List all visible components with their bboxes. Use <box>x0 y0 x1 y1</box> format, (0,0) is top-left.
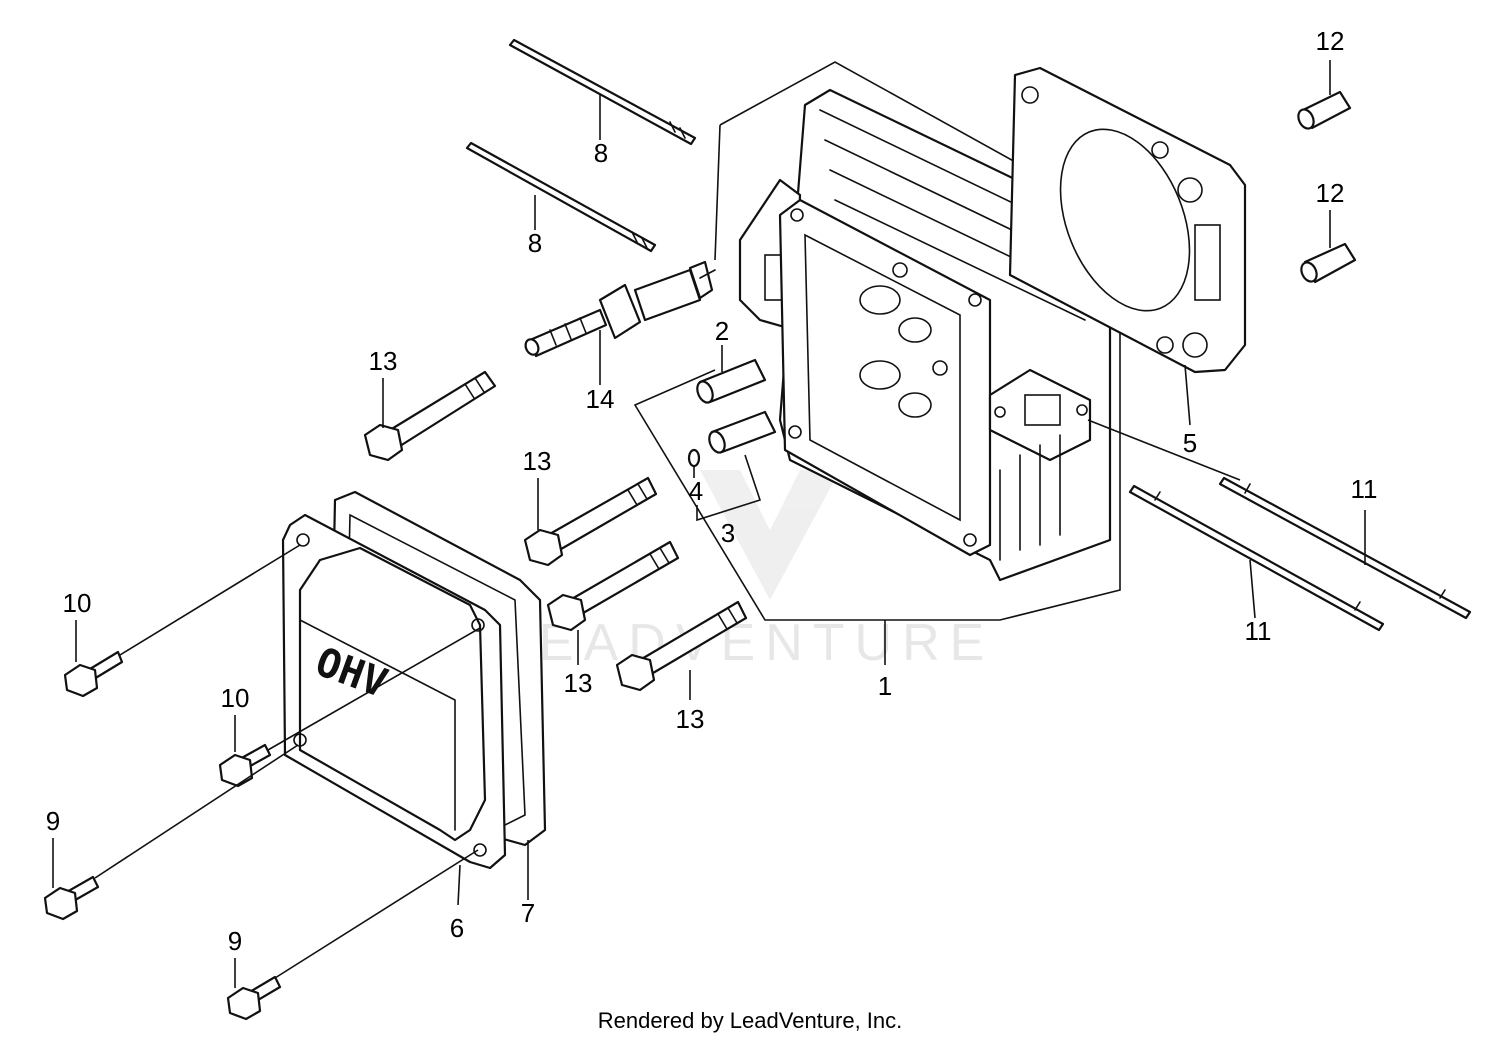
part-12-dowel-pin-lower[interactable]: 12 <box>1298 178 1357 284</box>
part-4-washer[interactable]: 4 <box>687 448 703 506</box>
callout-4: 4 <box>689 476 703 506</box>
part-3-valve-guide[interactable]: 3 <box>696 410 777 548</box>
callout-9a: 9 <box>46 806 60 836</box>
part-14-spark-plug[interactable]: 14 <box>523 260 716 414</box>
part-10-cover-bolt-lower[interactable]: 10 <box>218 627 481 788</box>
callout-5: 5 <box>1183 428 1197 458</box>
part-6-head-cover[interactable]: OHV 6 <box>281 513 507 943</box>
callout-10a: 10 <box>63 588 92 618</box>
part-12-dowel-pin-upper[interactable]: 12 <box>1295 26 1352 131</box>
part-13-head-bolt-2[interactable]: 13 <box>523 446 658 567</box>
callout-8b: 8 <box>528 228 542 258</box>
part-13-head-bolt-4[interactable]: 13 <box>615 600 748 734</box>
part-13-head-bolt-1[interactable]: 13 <box>363 346 497 462</box>
callout-12b: 12 <box>1316 178 1345 208</box>
part-5-head-gasket[interactable]: 5 <box>1008 66 1247 458</box>
part-11-push-rod-upper[interactable]: 11 <box>1218 474 1472 620</box>
callout-13a: 13 <box>369 346 398 376</box>
callout-12a: 12 <box>1316 26 1345 56</box>
callout-1: 1 <box>878 671 892 701</box>
callout-13c: 13 <box>564 668 593 698</box>
callout-9b: 9 <box>228 926 242 956</box>
part-9-cover-bolt-upper[interactable]: 9 <box>43 744 299 921</box>
callout-7: 7 <box>521 898 535 928</box>
footer-credit: Rendered by LeadVenture, Inc. <box>598 1008 903 1033</box>
part-2-valve-guide[interactable]: 2 <box>694 316 767 405</box>
part-8-stud-lower[interactable]: 8 <box>465 141 657 258</box>
part-13-head-bolt-3[interactable]: 13 <box>546 540 680 698</box>
callout-8a: 8 <box>594 138 608 168</box>
part-11-push-rod-lower[interactable]: 11 <box>1128 484 1385 646</box>
callout-13b: 13 <box>523 446 552 476</box>
callout-2: 2 <box>715 316 729 346</box>
callout-10b: 10 <box>221 683 250 713</box>
callout-11b: 11 <box>1245 616 1272 646</box>
callout-14: 14 <box>586 384 615 414</box>
part-10-cover-bolt-upper[interactable]: 10 <box>63 544 301 698</box>
part-8-stud-upper[interactable]: 8 <box>508 38 697 168</box>
callout-13d: 13 <box>676 704 705 734</box>
callout-11a: 11 <box>1351 474 1378 504</box>
part-9-cover-bolt-lower[interactable]: 9 <box>226 849 479 1021</box>
callout-3: 3 <box>721 518 735 548</box>
callout-6: 6 <box>450 913 464 943</box>
